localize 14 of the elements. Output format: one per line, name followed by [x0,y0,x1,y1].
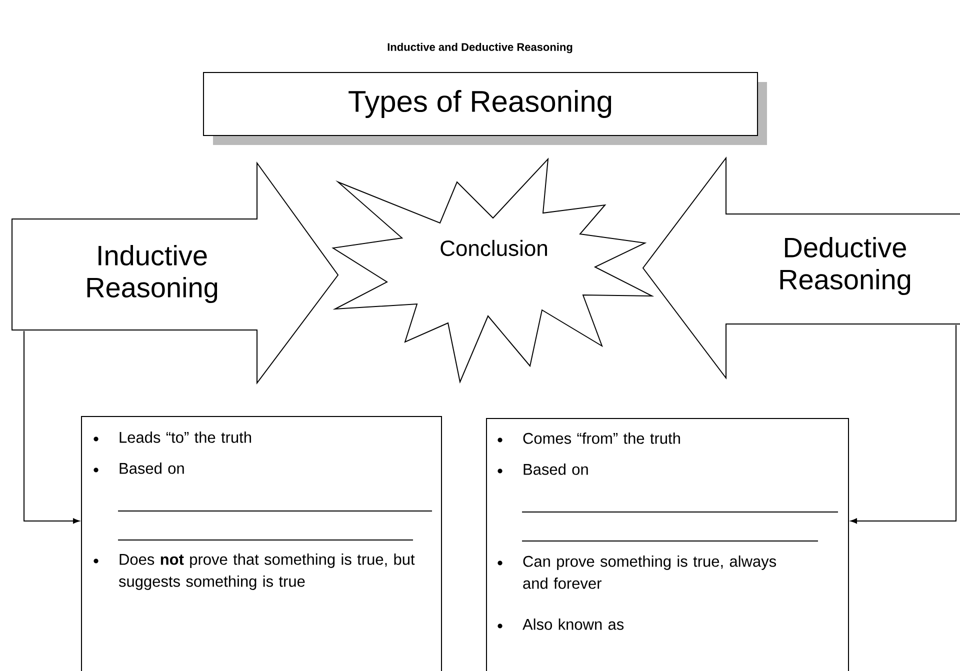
notes-box [81,416,442,671]
bullet-text: Comes “from” the truth [523,432,680,444]
arrow [850,324,956,524]
bullet-text: Can prove something is true, always and forever [523,556,776,589]
arrow [24,330,80,524]
bullet-text: Leads “to” the truth [120,432,252,443]
bullet-text: Also known as [522,618,624,630]
bullet-text: Does not prove that something is true, but suggests something is true [118,554,415,590]
bullet-text: Based on [120,462,184,474]
starburst: Conclusion [332,158,654,384]
title: Inductive and Deductive Reasoning [388,42,572,54]
bullet-text: Based on [524,464,588,475]
heading-box: Types of Reasoning [203,72,767,145]
notes-box [486,418,849,671]
